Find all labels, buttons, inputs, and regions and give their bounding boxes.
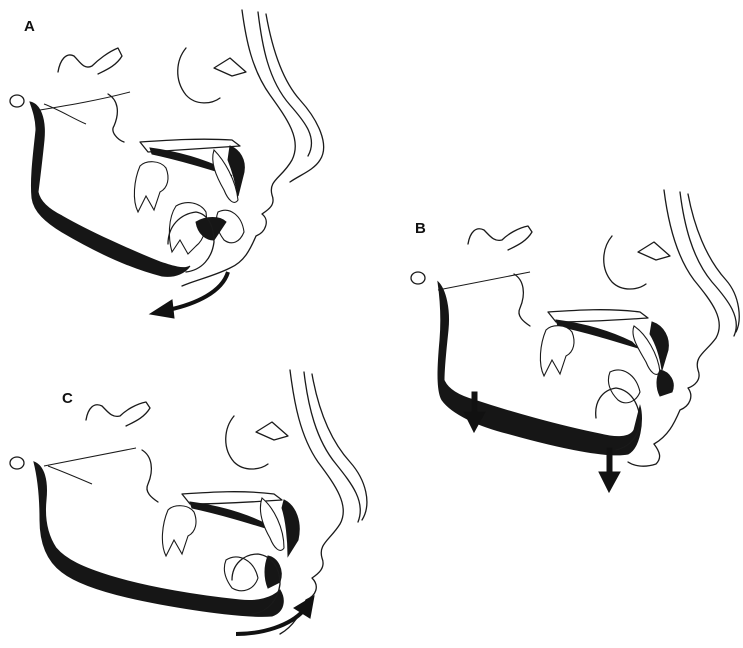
pterygoid-outline <box>514 274 530 326</box>
orbit-outline <box>226 416 268 469</box>
cranial-base-line <box>44 448 136 466</box>
nasal-bone-outline <box>258 12 312 156</box>
nasion-marker <box>256 422 288 440</box>
pterygoid-outline <box>108 94 124 142</box>
nasion-marker <box>638 242 670 260</box>
condyle-marker <box>411 272 425 284</box>
nasal-bone-outline <box>680 192 736 336</box>
upper-molar <box>162 506 196 556</box>
panel-label-a: A <box>24 18 35 35</box>
sella-turcica <box>468 226 532 250</box>
soft-tissue-profile <box>280 370 343 634</box>
upper-incisor-root-dark <box>282 500 299 556</box>
sella-turcica <box>58 48 122 74</box>
panel-label-b: B <box>415 220 426 237</box>
down-arrow-head-right <box>599 472 620 492</box>
palatal-plane <box>548 310 648 322</box>
panel-c-drawing <box>10 370 367 634</box>
maxillary-line <box>190 502 272 530</box>
pterygoid-outline <box>142 450 158 502</box>
panel-a-drawing <box>10 10 324 318</box>
orbit-outline <box>604 236 646 289</box>
sella-turcica <box>86 402 150 426</box>
nasion-marker <box>214 58 246 76</box>
condyle-marker <box>10 457 24 469</box>
cranial-base-line <box>438 272 530 290</box>
mandible-outline <box>438 282 642 455</box>
rotation-arrow-shaft-a <box>168 272 228 310</box>
lower-incisor <box>224 557 258 591</box>
mandible-outline <box>30 102 190 276</box>
nasal-bone-outline <box>304 372 360 522</box>
profile-inner-line <box>688 194 739 332</box>
upper-molar <box>134 162 168 212</box>
down-arrow-shaft-left <box>472 392 477 414</box>
panel-b-drawing <box>411 190 739 492</box>
ramus-inner-line <box>44 104 86 124</box>
lower-incisor-dark <box>657 370 673 396</box>
soft-tissue-profile <box>182 10 295 286</box>
orbit-outline <box>178 48 220 103</box>
lower-incisor <box>608 370 640 403</box>
condyle-marker <box>10 95 24 107</box>
panel-label-c: C <box>62 390 73 407</box>
mandible-outline <box>34 462 283 616</box>
upper-incisor <box>260 498 284 550</box>
ramus-inner-line <box>48 466 92 484</box>
upper-molar <box>540 326 574 376</box>
down-arrow-shaft-right <box>607 448 612 474</box>
profile-inner-line <box>266 14 324 182</box>
rotation-arrow-head-a <box>150 300 174 318</box>
